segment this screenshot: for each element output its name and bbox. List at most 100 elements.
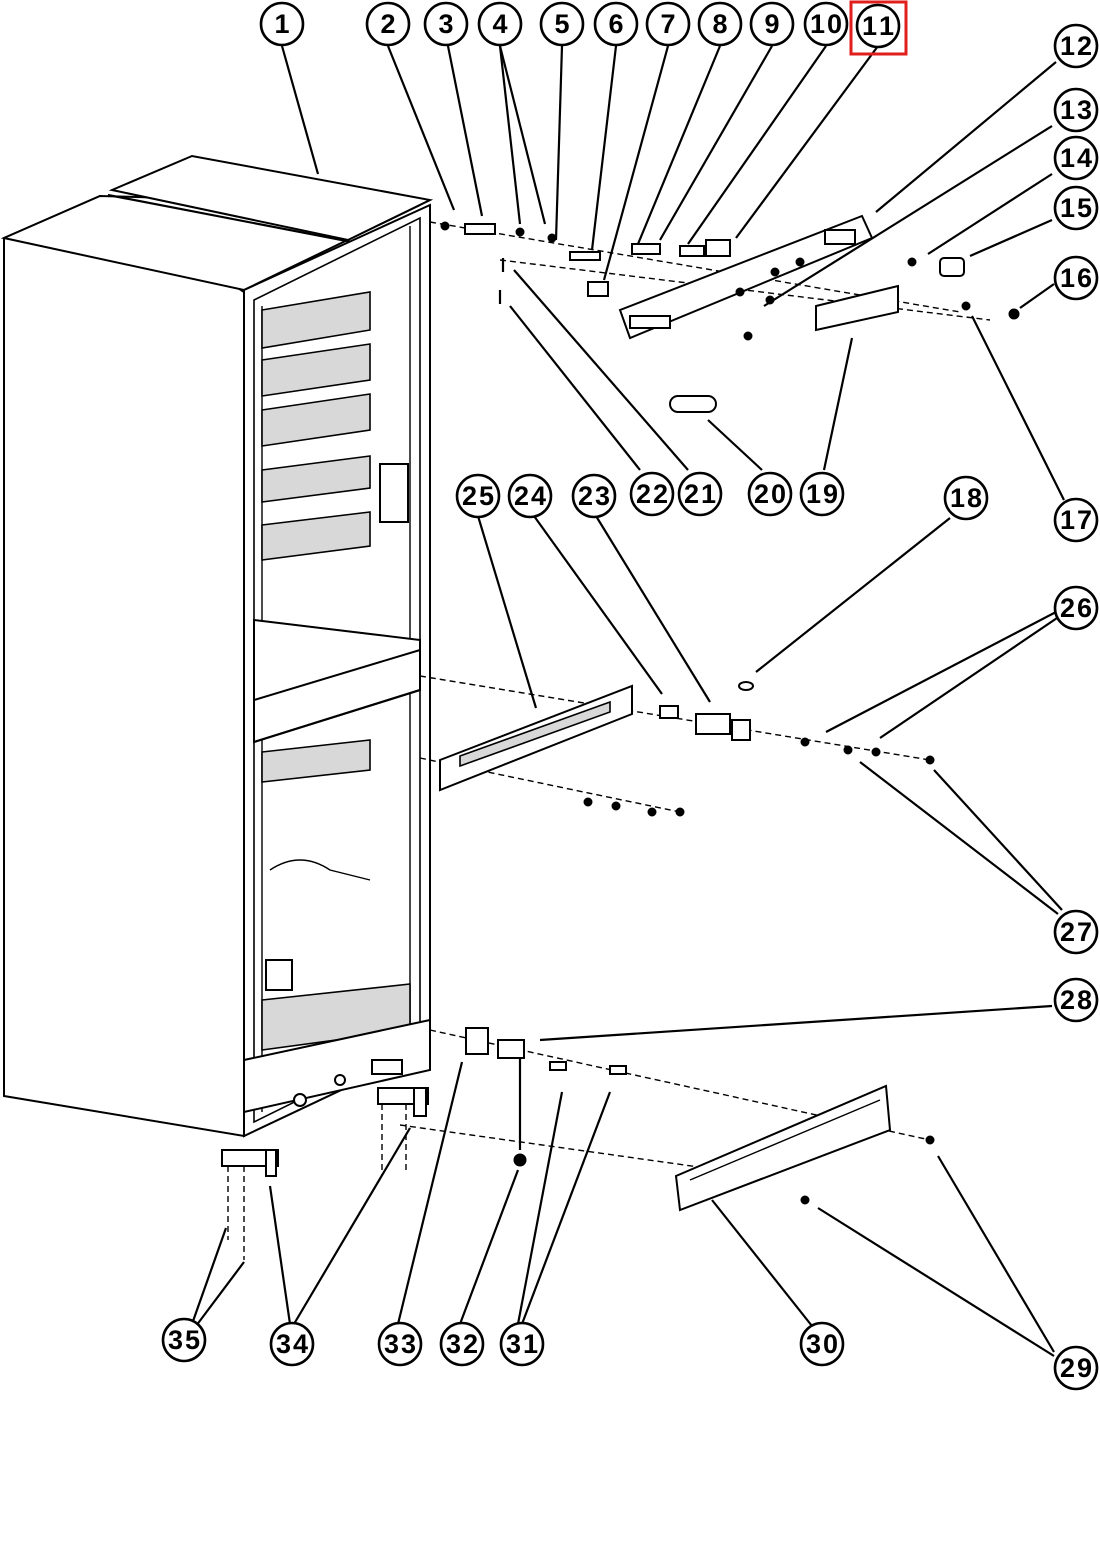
callout-number: 35 [168,1325,200,1355]
callout-number: 1 [274,9,289,39]
highlight-box [849,0,908,56]
callout-number: 9 [764,9,779,39]
callout-9: 9 [749,1,795,47]
callout-22: 22 [629,471,675,517]
callout-24: 24 [507,473,553,519]
callout-number: 27 [1060,917,1092,947]
callout-7: 7 [645,1,691,47]
callout-number: 14 [1060,143,1092,173]
callout-20: 20 [747,471,793,517]
callout-circle [259,1,305,47]
callout-number: 24 [514,481,546,511]
callout-4: 4 [477,1,523,47]
callout-number: 11 [862,11,894,41]
callout-circle [749,1,795,47]
callout-circle [747,471,793,517]
callout-number: 17 [1060,505,1092,535]
callout-number: 4 [492,9,507,39]
callout-12: 12 [1053,23,1099,69]
callout-circle [423,1,469,47]
bottom-assembly [221,1027,935,1260]
callout-26: 26 [1053,585,1099,631]
callout-circle [1053,977,1099,1023]
callout-19: 19 [799,471,845,517]
callout-number: 6 [608,9,623,39]
callout-14: 14 [1053,135,1099,181]
callout-number: 13 [1060,95,1092,125]
leader-lines [190,45,1065,1357]
callout-circle [1053,909,1099,955]
callout-number: 33 [384,1329,416,1359]
callout-circle [269,1321,315,1367]
callout-18: 18 [943,475,989,521]
callout-circle [365,1,411,47]
callout-number: 3 [438,9,453,39]
callout-17: 17 [1053,497,1099,543]
callout-circle [1053,185,1099,231]
callout-circle [1053,585,1099,631]
callout-number: 30 [806,1329,838,1359]
callout-8: 8 [697,1,743,47]
callout-circle [507,473,553,519]
callout-32: 32 [439,1321,485,1367]
callout-circle [943,475,989,521]
callout-21: 21 [677,471,723,517]
callout-13: 13 [1053,87,1099,133]
refrigerator-cabinet [0,154,434,1138]
callout-number: 12 [1060,31,1092,61]
callout-33: 33 [377,1321,423,1367]
callout-29: 29 [1053,1345,1099,1391]
callout-number: 20 [754,479,786,509]
callout-number: 28 [1060,985,1092,1015]
callout-number: 7 [660,9,675,39]
top-hinge-assembly [429,214,1020,413]
callout-number: 15 [1060,193,1092,223]
callout-3: 3 [423,1,469,47]
callout-circle [571,473,617,519]
callout-circle [1053,255,1099,301]
callout-number: 34 [276,1329,308,1359]
callout-number: 32 [446,1329,478,1359]
callout-circle [161,1317,207,1363]
callout-number: 23 [578,481,610,511]
callout-circle [697,1,743,47]
callout-number: 16 [1060,263,1092,293]
callout-35: 35 [161,1317,207,1363]
callout-number: 22 [636,479,668,509]
callout-circle [799,1321,845,1367]
callout-number: 25 [462,481,494,511]
callout-circle [1053,87,1099,133]
callout-15: 15 [1053,185,1099,231]
callout-number: 19 [806,479,838,509]
callout-circle [439,1321,485,1367]
callout-circle [477,1,523,47]
callout-11: 11 [855,3,901,49]
callout-number: 10 [810,9,842,39]
callout-1: 1 [259,1,305,47]
callout-circle [539,1,585,47]
middle-hinge-assembly [419,675,935,817]
callout-number: 8 [712,9,727,39]
callout-34: 34 [269,1321,315,1367]
callout-16: 16 [1053,255,1099,301]
callout-number: 18 [950,483,982,513]
callout-number: 21 [684,479,716,509]
callout-number: 2 [380,9,395,39]
callout-number: 31 [506,1329,538,1359]
callout-circle [677,471,723,517]
callout-28: 28 [1053,977,1099,1023]
callout-5: 5 [539,1,585,47]
callout-circle [799,471,845,517]
callout-circle [629,471,675,517]
callout-circle [855,3,901,49]
callout-30: 30 [799,1321,845,1367]
callout-23: 23 [571,473,617,519]
callout-25: 25 [455,473,501,519]
callout-circle [1053,1345,1099,1391]
callout-circle [593,1,639,47]
callout-31: 31 [499,1321,545,1367]
callout-circle [1053,23,1099,69]
callout-circle [803,1,849,47]
